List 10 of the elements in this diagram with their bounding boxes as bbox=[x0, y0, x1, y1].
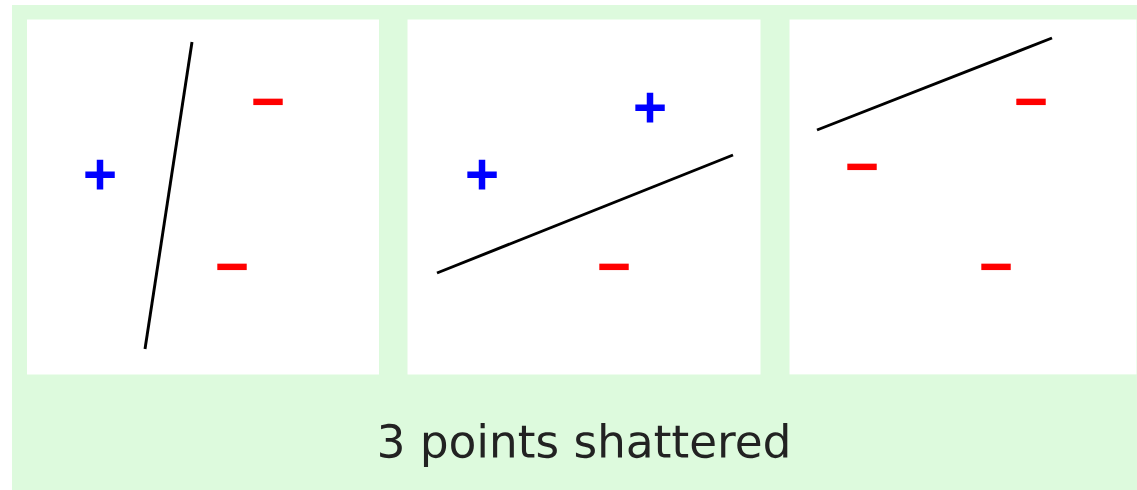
plus-sign: + bbox=[467, 159, 497, 190]
minus-sign: − bbox=[981, 263, 1011, 271]
plus-sign: + bbox=[635, 92, 665, 123]
plus-sign: + bbox=[85, 159, 115, 190]
minus-sign: − bbox=[1016, 98, 1046, 106]
minus-sign: − bbox=[599, 263, 629, 271]
minus-sign: − bbox=[253, 98, 283, 106]
minus-sign: − bbox=[217, 263, 247, 271]
minus-sign: − bbox=[847, 163, 877, 171]
caption: 3 points shattered bbox=[380, 423, 788, 467]
